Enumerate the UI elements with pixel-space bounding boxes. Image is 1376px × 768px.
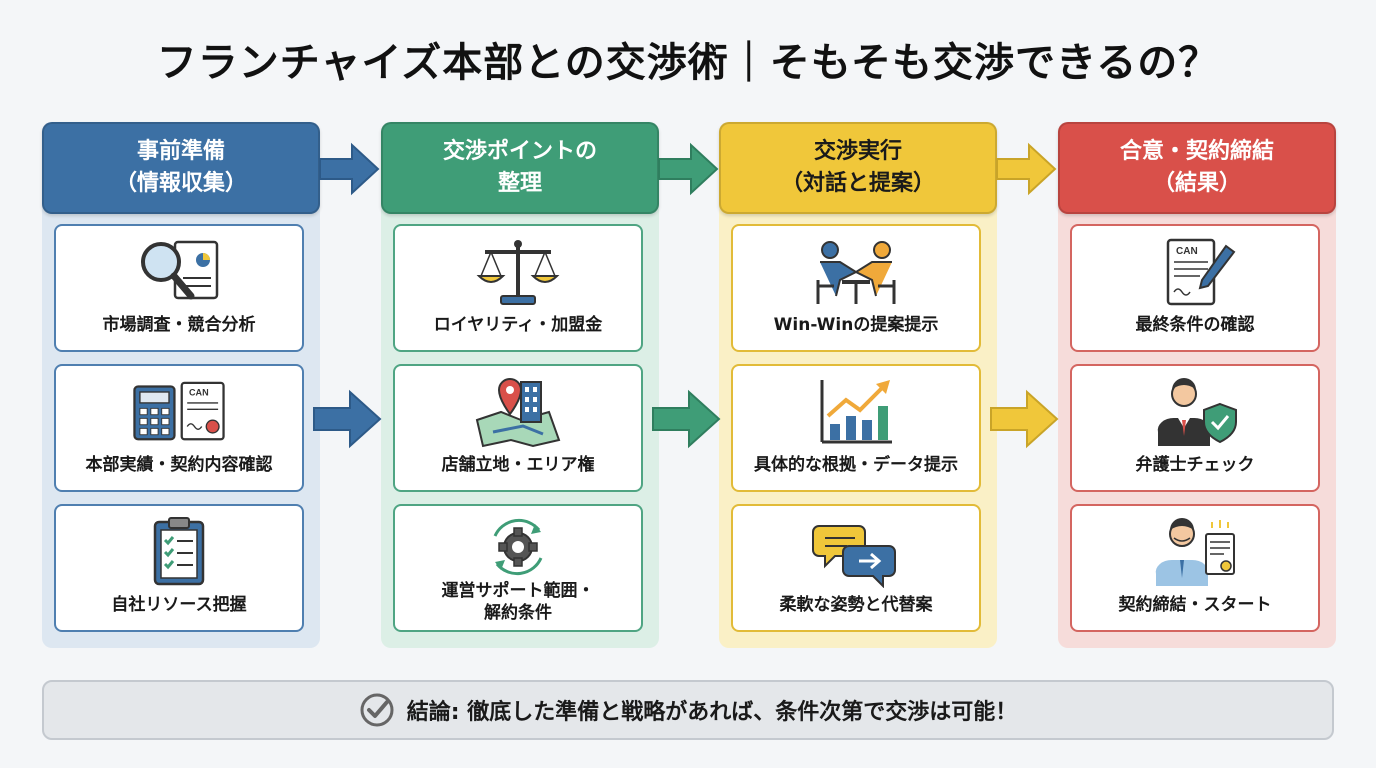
card-label: 最終条件の確認 (1135, 315, 1255, 335)
card-label: 本部実績・契約内容確認 (85, 455, 273, 475)
column-header: 交渉実行 （対話と提案） (719, 122, 997, 214)
arrow-right-icon (313, 389, 382, 449)
header-line-1: 合意・契約締結 (1119, 139, 1274, 164)
magnifier-document-icon (129, 236, 229, 308)
balance-scale-icon (468, 236, 568, 308)
card-hq-results: CAN 本部実績・契約内容確認 (54, 364, 304, 492)
header-line-1: 交渉実行 (813, 139, 902, 164)
page-title: フランチャイズ本部との交渉術｜そもそも交渉できるの？ (156, 40, 1220, 86)
card-lawyer-check: 弁護士チェック (1070, 364, 1320, 492)
header-line-1: 交渉ポイントの (442, 139, 597, 164)
card-label: Win-Winの提案提示 (773, 315, 939, 335)
card-flexible-stance: 柔軟な姿勢と代替案 (731, 504, 981, 632)
calculator-contract-icon: CAN (129, 376, 229, 448)
card-label: 具体的な根拠・データ提示 (754, 455, 958, 475)
header-line-2: （情報収集） (114, 171, 247, 196)
card-label-line-2: 解約条件 (484, 603, 552, 623)
card-label: 柔軟な姿勢と代替案 (779, 595, 933, 615)
arrow-right-icon (996, 142, 1057, 196)
clipboard-checklist-icon (129, 516, 229, 588)
card-own-resources: 自社リソース把握 (54, 504, 304, 632)
column-header: 合意・契約締結 （結果） (1058, 122, 1336, 214)
handshake-icon (806, 236, 906, 308)
card-label: 契約締結・スタート (1118, 595, 1272, 615)
card-label: 弁護士チェック (1135, 455, 1255, 475)
businessman-certificate-icon (1145, 516, 1245, 588)
arrow-right-icon (652, 389, 721, 449)
card-win-win: Win-Winの提案提示 (731, 224, 981, 352)
card-label-line-1: 運営サポート範囲・ (441, 581, 595, 601)
column-header: 交渉ポイントの 整理 (381, 122, 659, 214)
card-evidence-data: 具体的な根拠・データ提示 (731, 364, 981, 492)
gear-cycle-icon (468, 516, 568, 578)
card-support-scope: 運営サポート範囲・ 解約条件 (393, 504, 643, 632)
card-store-location: 店舗立地・エリア権 (393, 364, 643, 492)
card-label: ロイヤリティ・加盟金 (433, 315, 603, 335)
speech-bubbles-icon (806, 516, 906, 588)
conclusion-text: 結論: 徹底した準備と戦略があれば、条件次第で交渉は可能！ (406, 700, 1018, 725)
card-label: 市場調査・競合分析 (102, 315, 256, 335)
arrow-right-icon (990, 389, 1059, 449)
growth-chart-icon (806, 376, 906, 448)
card-contract-start: 契約締結・スタート (1070, 504, 1320, 632)
column-negotiation-points: 交渉ポイントの 整理 ロイヤリティ・加盟金 (381, 122, 659, 648)
column-agreement: 合意・契約締結 （結果） CAN 最終条件の確認 (1058, 122, 1336, 648)
card-label: 自社リソース把握 (111, 595, 247, 615)
card-final-terms: CAN 最終条件の確認 (1070, 224, 1320, 352)
lawyer-shield-icon (1145, 376, 1245, 448)
header-line-2: （結果） (1152, 171, 1241, 196)
conclusion-banner: 結論: 徹底した準備と戦略があれば、条件次第で交渉は可能！ (42, 680, 1334, 740)
svg-text:CAN: CAN (1176, 246, 1198, 257)
header-line-2: 整理 (497, 171, 542, 196)
card-label: 運営サポート範囲・ 解約条件 (436, 580, 601, 624)
header-line-2: （対話と提案） (780, 171, 935, 196)
card-market-research: 市場調査・競合分析 (54, 224, 304, 352)
card-label: 店舗立地・エリア権 (441, 455, 595, 475)
header-line-1: 事前準備 (136, 139, 225, 164)
arrow-right-icon (319, 142, 380, 196)
column-preparation: 事前準備 （情報収集） 市場調査・競合分析 (42, 122, 320, 648)
column-negotiation-execution: 交渉実行 （対話と提案） Win-Winの提案提示 (719, 122, 997, 648)
arrow-right-icon (658, 142, 719, 196)
contract-pen-icon: CAN (1145, 236, 1245, 308)
column-header: 事前準備 （情報収集） (42, 122, 320, 214)
svg-text:CAN: CAN (189, 388, 209, 398)
card-royalty: ロイヤリティ・加盟金 (393, 224, 643, 352)
map-pin-building-icon (468, 376, 568, 448)
check-circle-icon (360, 693, 394, 727)
